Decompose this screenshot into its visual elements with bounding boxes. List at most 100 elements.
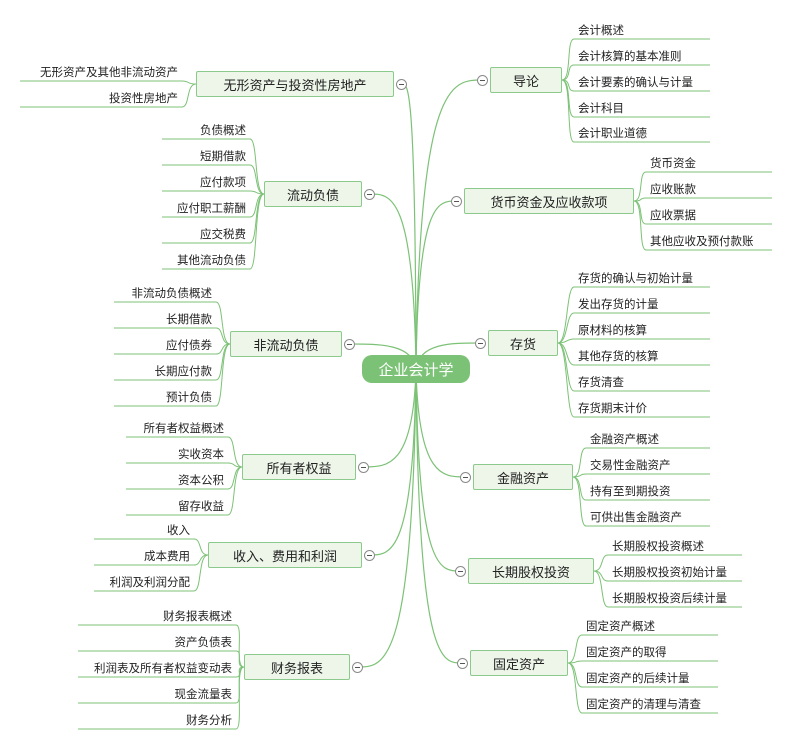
branch-node[interactable]: 无形资产与投资性房地产 — [196, 71, 394, 97]
leaf-node[interactable]: 固定资产的取得 — [586, 645, 667, 659]
connector-line — [114, 343, 231, 355]
branch-node[interactable]: 长期股权投资 — [468, 558, 594, 584]
branch-node[interactable]: 存货 — [488, 330, 558, 356]
leaf-node[interactable]: 长期股权投资后续计量 — [612, 591, 727, 605]
leaf-node[interactable]: 利润及利润分配 — [109, 575, 191, 589]
branch-node[interactable]: 货币资金及应收款项 — [464, 188, 634, 214]
leaf-node[interactable]: 应收票据 — [650, 208, 696, 222]
leaf-node[interactable]: 交易性金融资产 — [590, 458, 671, 472]
branch-node[interactable]: 财务报表 — [244, 654, 350, 680]
leaf-node[interactable]: 会计要素的确认与计量 — [578, 75, 693, 89]
branch-node[interactable]: 固定资产 — [470, 650, 568, 676]
leaf-node[interactable]: 资本公积 — [178, 473, 224, 487]
leaf-node[interactable]: 会计核算的基本准则 — [578, 49, 682, 63]
collapse-toggle-icon[interactable] — [364, 189, 375, 200]
leaf-node[interactable]: 可供出售金融资产 — [590, 510, 682, 524]
connector-line — [633, 197, 772, 202]
branch-node[interactable]: 金融资产 — [473, 464, 573, 490]
leaf-node[interactable]: 金融资产概述 — [590, 432, 659, 446]
root-node[interactable]: 企业会计学 — [362, 355, 470, 383]
connector-line — [633, 171, 772, 202]
leaf-node[interactable]: 预计负债 — [166, 390, 212, 404]
collapse-toggle-icon[interactable] — [475, 338, 486, 349]
collapse-toggle-icon[interactable] — [364, 550, 375, 561]
leaf-node[interactable]: 非流动负债概述 — [131, 286, 213, 300]
leaf-node[interactable]: 发出存货的计量 — [578, 297, 659, 311]
leaf-node[interactable]: 原材料的核算 — [578, 323, 647, 337]
connector-line — [561, 38, 710, 81]
leaf-node[interactable]: 长期股权投资初始计量 — [612, 565, 727, 579]
connector-line — [162, 164, 265, 195]
connector-line — [162, 193, 265, 270]
leaf-node[interactable]: 存货的确认与初始计量 — [578, 271, 693, 285]
connector-line — [415, 368, 463, 664]
leaf-node[interactable]: 固定资产的清理与清查 — [586, 697, 701, 711]
leaf-node[interactable]: 应付职工薪酬 — [177, 201, 246, 215]
connector-line — [126, 462, 243, 468]
connector-line — [94, 554, 209, 566]
leaf-node[interactable]: 会计概述 — [578, 23, 624, 37]
connector-line — [162, 190, 265, 195]
leaf-node[interactable]: 留存收益 — [178, 499, 224, 513]
collapse-toggle-icon[interactable] — [451, 196, 462, 207]
collapse-toggle-icon[interactable] — [460, 472, 471, 483]
leaf-node[interactable]: 无形资产及其他非流动资产 — [40, 65, 178, 79]
leaf-node[interactable]: 其他应收及预付款账 — [650, 234, 754, 248]
leaf-node[interactable]: 应付债券 — [166, 338, 212, 352]
leaf-node[interactable]: 利润表及所有者权益变动表 — [94, 661, 232, 675]
leaf-node[interactable]: 存货清查 — [578, 375, 624, 389]
branch-node[interactable]: 导论 — [490, 67, 562, 93]
leaf-node[interactable]: 应收账款 — [650, 182, 696, 196]
leaf-node[interactable]: 收入 — [167, 523, 190, 537]
leaf-node[interactable]: 财务分析 — [186, 713, 232, 727]
connector-line — [94, 538, 209, 556]
branch-node[interactable]: 非流动负债 — [230, 331, 342, 357]
leaf-node[interactable]: 其他存货的核算 — [578, 349, 659, 363]
connector-line — [572, 473, 710, 478]
collapse-toggle-icon[interactable] — [358, 462, 369, 473]
leaf-node[interactable]: 应交税费 — [200, 227, 246, 241]
leaf-node[interactable]: 其他流动负债 — [177, 253, 246, 267]
connector-line — [572, 447, 710, 478]
connector-line — [114, 343, 231, 407]
leaf-node[interactable]: 会计职业道德 — [578, 126, 647, 140]
connector-line — [20, 80, 197, 85]
branch-node[interactable]: 所有者权益 — [242, 454, 356, 480]
leaf-node[interactable]: 会计科目 — [578, 101, 624, 115]
branch-node[interactable]: 收入、费用和利润 — [208, 542, 362, 568]
leaf-node[interactable]: 存货期末计价 — [578, 401, 647, 415]
leaf-node[interactable]: 实收资本 — [178, 447, 224, 461]
collapse-toggle-icon[interactable] — [352, 662, 363, 673]
connector-line — [593, 570, 742, 608]
branch-node[interactable]: 流动负债 — [264, 181, 362, 207]
leaf-node[interactable]: 固定资产的后续计量 — [586, 671, 690, 685]
leaf-node[interactable]: 长期借款 — [166, 312, 212, 326]
collapse-toggle-icon[interactable] — [344, 339, 355, 350]
leaf-node[interactable]: 所有者权益概述 — [143, 421, 225, 435]
collapse-toggle-icon[interactable] — [396, 79, 407, 90]
connector-line — [162, 138, 265, 195]
leaf-node[interactable]: 应付款项 — [200, 175, 246, 189]
leaf-node[interactable]: 投资性房地产 — [109, 91, 178, 105]
leaf-node[interactable]: 成本费用 — [144, 549, 190, 563]
connector-line — [126, 436, 243, 468]
connector-line — [593, 570, 742, 582]
leaf-node[interactable]: 财务报表概述 — [163, 609, 232, 623]
leaf-node[interactable]: 短期借款 — [200, 149, 246, 163]
collapse-toggle-icon[interactable] — [457, 658, 468, 669]
collapse-toggle-icon[interactable] — [477, 75, 488, 86]
leaf-node[interactable]: 固定资产概述 — [586, 619, 655, 633]
leaf-node[interactable]: 持有至到期投资 — [590, 484, 671, 498]
connector-line — [557, 338, 710, 344]
connector-line — [567, 662, 718, 714]
leaf-node[interactable]: 现金流量表 — [174, 687, 233, 701]
leaf-node[interactable]: 长期应付款 — [154, 364, 213, 378]
leaf-node[interactable]: 资产负债表 — [174, 635, 233, 649]
connector-line — [369, 368, 417, 556]
collapse-toggle-icon[interactable] — [455, 566, 466, 577]
connector-line — [561, 79, 710, 143]
leaf-node[interactable]: 负债概述 — [200, 123, 246, 137]
leaf-node[interactable]: 长期股权投资概述 — [612, 539, 704, 553]
leaf-node[interactable]: 货币资金 — [650, 156, 696, 170]
connector-line — [567, 660, 718, 664]
